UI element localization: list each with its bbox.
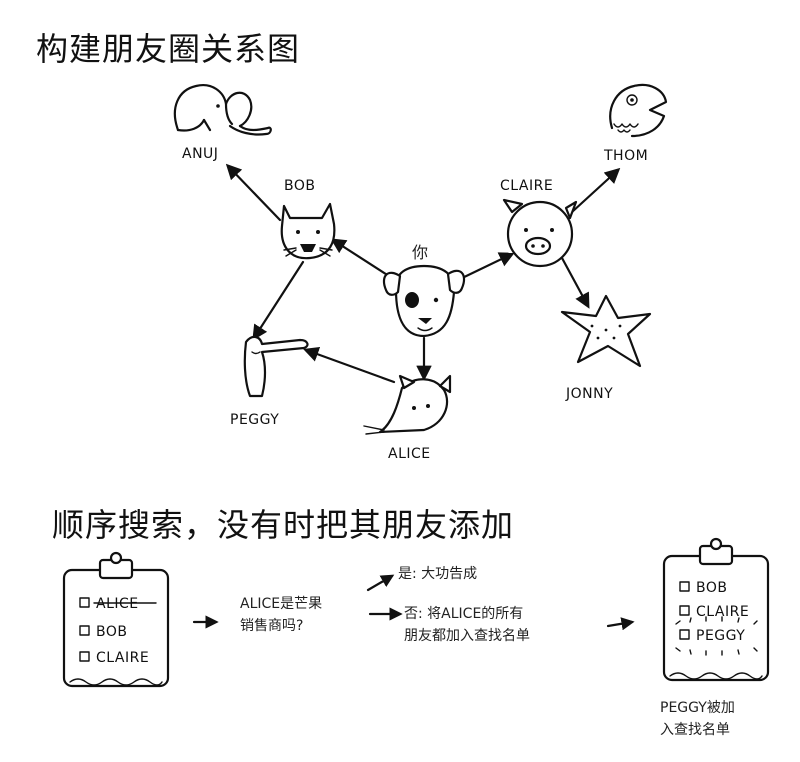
fish-icon <box>609 83 668 138</box>
edge-claire-thom <box>570 167 621 214</box>
queue-clipboard-left <box>62 551 170 688</box>
graph-section-title: 构建朋友圈关系图 <box>36 30 301 68</box>
flow-arrow-2 <box>606 617 635 631</box>
edge-you-claire <box>456 252 515 282</box>
queue-clipboard-right <box>662 537 770 682</box>
pig-icon <box>502 198 578 268</box>
edge-you-bob <box>330 238 394 280</box>
node-label-you: 你 <box>412 243 428 262</box>
yes-arrow <box>366 574 395 592</box>
highlight-rays <box>675 616 758 656</box>
node-label-claire: CLAIRE <box>500 178 553 194</box>
queue-right-item-2: CLAIRE <box>696 604 749 620</box>
friend-graph: ANUJ BOB CLAIRE THOM JONNY <box>173 83 668 462</box>
queue-right-item-1: BOB <box>696 580 727 596</box>
edge-bob-peggy <box>252 260 305 341</box>
search-section-title: 顺序搜索，没有时把其朋友添加 <box>52 506 515 544</box>
edge-claire-jonny <box>560 256 590 309</box>
starfish-icon <box>560 294 652 368</box>
cat-icon <box>280 202 336 260</box>
search-flow: ALICE BOB CLAIRE ALICE是芒果 销售商吗? 是: 大功告成 … <box>62 537 770 738</box>
question-line-1: ALICE是芒果 <box>240 596 322 612</box>
node-label-thom: THOM <box>603 148 648 164</box>
queue-right-item-3: PEGGY <box>696 628 745 644</box>
elephant-icon <box>173 84 272 136</box>
node-label-alice: ALICE <box>388 446 431 462</box>
no-text-line-2: 朋友都加入查找名单 <box>404 628 530 644</box>
queue-left-item-3: CLAIRE <box>96 650 149 666</box>
node-label-peggy: PEGGY <box>230 412 279 428</box>
caption-line-2: 入查找名单 <box>660 722 730 738</box>
queue-left-item-1: ALICE <box>96 596 139 612</box>
mouse-icon <box>363 374 452 435</box>
question-line-2: 销售商吗? <box>240 618 303 634</box>
queue-left-checkbox-1 <box>79 597 90 608</box>
queue-right-checkbox-1 <box>679 581 690 592</box>
queue-right-checkbox-3 <box>679 629 690 640</box>
queue-right-checkbox-2 <box>679 605 690 616</box>
node-label-bob: BOB <box>284 178 315 194</box>
node-label-jonny: JONNY <box>565 386 613 402</box>
queue-left-item-2: BOB <box>96 624 127 640</box>
edge-alice-peggy <box>303 346 396 384</box>
no-text-line-1: 否: 将ALICE的所有 <box>404 606 523 622</box>
queue-left-checkbox-3 <box>79 651 90 662</box>
edge-bob-anuj <box>225 163 282 222</box>
hand-icon <box>243 335 309 398</box>
yes-text: 是: 大功告成 <box>398 566 477 582</box>
queue-left-checkbox-2 <box>79 625 90 636</box>
caption-line-1: PEGGY被加 <box>660 700 735 716</box>
node-label-anuj: ANUJ <box>182 146 218 162</box>
dog-icon <box>382 264 466 338</box>
